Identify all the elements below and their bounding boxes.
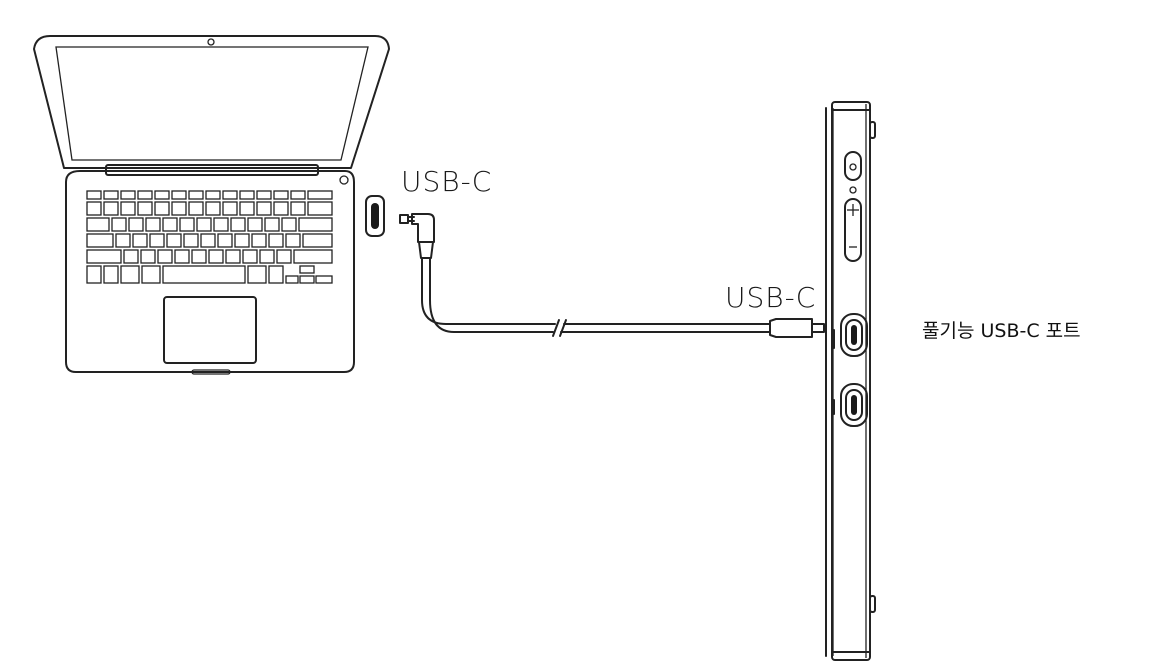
volume-rocker xyxy=(844,198,862,262)
laptop xyxy=(33,35,390,375)
keyboard xyxy=(86,190,333,284)
laptop-usb-c-label: USB-C xyxy=(401,165,493,198)
usb-c-port-icon xyxy=(365,195,385,237)
usb-c-cable xyxy=(399,213,825,338)
device-usb-c-label: USB-C xyxy=(725,281,817,314)
display-device xyxy=(825,101,876,661)
full-function-usb-c-port xyxy=(833,313,868,357)
secondary-usb-c-port xyxy=(833,383,868,427)
trackpad xyxy=(163,296,257,364)
full-function-port-label: 풀기능 USB-C 포트 xyxy=(922,320,1081,342)
power-button xyxy=(844,151,862,181)
